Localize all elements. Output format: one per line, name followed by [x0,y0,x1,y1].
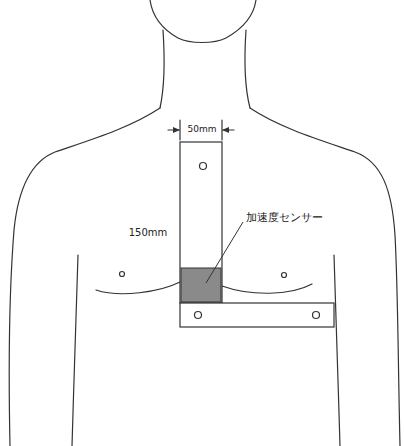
accelerometer [181,268,221,302]
dimension-label: 50mm [187,125,218,135]
part-label: 加速度センサー [246,212,323,224]
leader-line [206,222,243,283]
dimension-label: 150mm [129,227,168,238]
